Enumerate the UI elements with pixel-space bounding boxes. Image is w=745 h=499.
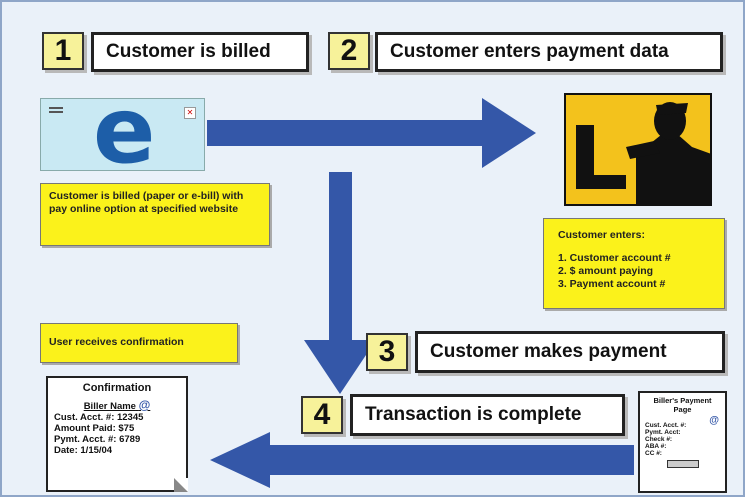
page-curl-icon	[174, 478, 188, 492]
silhouette-graphic	[576, 102, 710, 204]
payment-field-pymt-acct: Pymt. Acct:	[645, 429, 681, 436]
customer-silhouette-icon	[564, 93, 712, 206]
email-at-icon: @	[709, 415, 719, 426]
doc-date: Date: 1/15/04	[54, 445, 113, 456]
step-2-title: Customer enters payment data	[375, 32, 723, 72]
billed-note: Customer is billed (paper or e-bill) wit…	[40, 183, 270, 246]
enters-note: Customer enters: 1. Customer account # 2…	[543, 218, 725, 309]
email-at-icon: @	[138, 398, 151, 412]
step-3-title: Customer makes payment	[415, 331, 725, 373]
payment-field-check: Check #:	[645, 436, 673, 443]
arrow-down-to-step-3	[304, 172, 376, 394]
payment-field-cc: CC #:	[645, 450, 662, 457]
step-4-number: 4	[301, 396, 343, 434]
e-logo-icon: e	[93, 77, 156, 184]
enters-item: 1. Customer account #	[558, 252, 671, 265]
step-1-number: 1	[42, 32, 84, 70]
step-2-number: 2	[328, 32, 370, 70]
payment-field-cust-acct: Cust. Acct. #:	[645, 422, 687, 429]
menu-icon	[49, 107, 63, 109]
doc-biller-label: Biller Name	[83, 401, 136, 412]
submit-button	[666, 460, 699, 468]
close-icon: ✕	[184, 107, 196, 119]
enters-item: 3. Payment account #	[558, 278, 666, 291]
payment-field-aba: ABA #:	[645, 443, 667, 450]
biller-payment-page: Biller's Payment Page @ Cust. Acct. #: P…	[638, 391, 727, 493]
doc-amount: Amount Paid: $75	[54, 423, 135, 434]
doc-biller-name: Biller Name @	[54, 398, 180, 412]
enters-heading: Customer enters:	[558, 229, 645, 241]
step-3-number: 3	[366, 333, 408, 371]
enters-item: 2. $ amount paying	[558, 265, 654, 278]
doc-pymt-acct: Pymt. Acct. #: 6789	[54, 434, 141, 445]
step-1-title: Customer is billed	[91, 32, 309, 72]
confirmation-document: Confirmation Biller Name @ Cust. Acct. #…	[46, 376, 188, 492]
step-4-title: Transaction is complete	[350, 394, 625, 436]
arrow-to-confirmation	[210, 432, 634, 488]
arrow-to-step-2	[207, 98, 536, 168]
payment-page-title: Biller's Payment Page	[653, 396, 712, 414]
doc-title: Confirmation	[82, 382, 152, 394]
confirmation-note: User receives confirmation	[40, 323, 238, 363]
ebill-screen: ✕ e	[40, 85, 205, 177]
doc-cust-acct: Cust. Acct. #: 12345	[54, 412, 144, 423]
